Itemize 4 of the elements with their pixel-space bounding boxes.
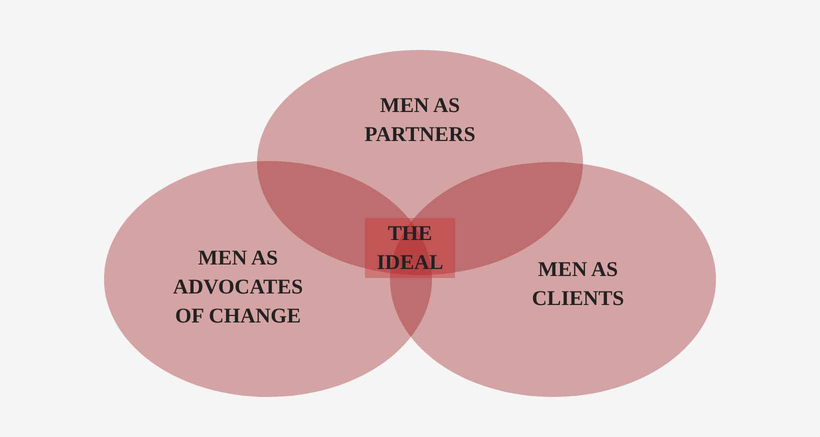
- circle-label: MEN AS CLIENTS: [530, 256, 626, 312]
- center-label: THE IDEAL: [376, 220, 444, 276]
- circle-label: MEN AS ADVOCATES OF CHANGE: [172, 244, 304, 330]
- circle-label: MEN AS PARTNERS: [364, 92, 476, 148]
